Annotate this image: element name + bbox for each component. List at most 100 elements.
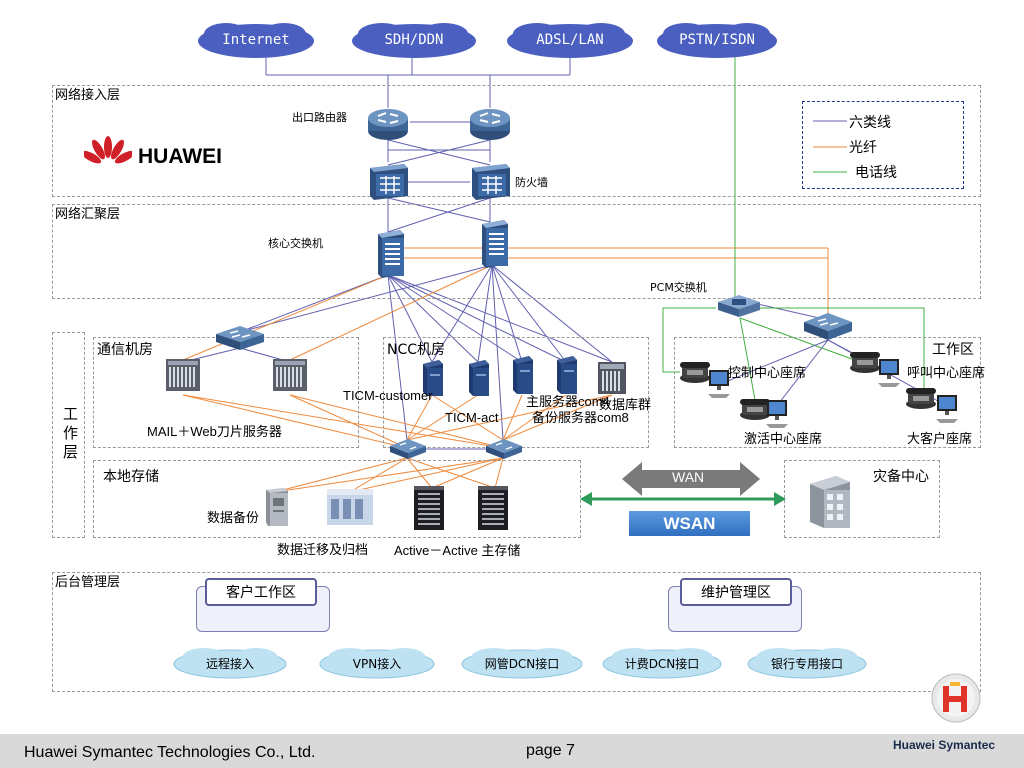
vip-seat-label: 大客户座席 — [907, 432, 973, 447]
work-switch-icon — [804, 313, 852, 340]
firewall-2-icon — [472, 164, 510, 200]
exit-router-label: 出口路由器 — [292, 111, 347, 124]
wsan-label: WSAN — [663, 513, 716, 533]
main-server-label: 主服务器com4 — [526, 394, 610, 409]
backend-layer-title: 后台管理层 — [55, 575, 121, 590]
blade-server-2-icon — [273, 359, 307, 391]
internet-cloud: Internet — [196, 20, 316, 60]
activate-seat-label: 激活中心座席 — [744, 432, 823, 447]
ncc-room-title: NCC机房 — [387, 342, 446, 358]
remote-access-cloud: 远程接入 — [172, 646, 288, 680]
core-switch-label: 核心交换机 — [268, 237, 323, 250]
activate-seat-phone-icon — [740, 399, 770, 420]
comm-room-title: 通信机房 — [97, 342, 153, 358]
aggregation-layer-title: 网络汇聚层 — [55, 207, 121, 222]
vip-seat-pc-icon — [936, 395, 958, 423]
nms-dcn-cloud: 网管DCN接口 — [460, 646, 584, 680]
blade-server-1-icon — [166, 359, 200, 391]
data-backup-icon — [266, 488, 288, 526]
nms-dcn-label: 网管DCN接口 — [484, 656, 560, 671]
sdh-ddn-cloud: SDH/DDN — [350, 20, 478, 60]
data-migrate-icon — [327, 489, 373, 525]
client-area-header: 客户工作区 — [205, 578, 317, 606]
dr-center-zone — [784, 460, 940, 538]
adsl-lan-label: ADSL/LAN — [536, 32, 604, 48]
call-seat-phone-icon — [850, 352, 880, 373]
backup-server-icon — [557, 356, 577, 394]
vpn-access-label: VPN接入 — [352, 656, 402, 671]
adsl-lan-cloud: ADSL/LAN — [505, 20, 635, 60]
firewall-1-icon — [370, 164, 408, 200]
pcm-switch-icon — [718, 295, 760, 317]
footer-page-number: page 7 — [526, 742, 575, 759]
billing-dcn-label: 计费DCN接口 — [624, 656, 700, 671]
vip-seat-phone-icon — [906, 388, 936, 409]
access-layer-zone — [52, 85, 981, 197]
exit-router-2-icon — [470, 109, 510, 140]
database-cluster-icon — [598, 362, 626, 394]
maint-area-label: 维护管理区 — [701, 585, 771, 601]
client-area-label: 客户工作区 — [226, 585, 296, 601]
control-seat-label: 控制中心座席 — [728, 366, 807, 381]
huawei-logo: HUAWEI — [84, 136, 244, 172]
internet-label: Internet — [222, 32, 290, 48]
exit-router-1-icon — [368, 109, 408, 140]
footer-company: Huawei Symantec Technologies Co., Ltd. — [24, 744, 316, 761]
ticm-act-label: TICM-act — [445, 410, 499, 425]
pstn-isdn-label: PSTN/ISDN — [679, 32, 755, 48]
storage-switch-2-icon — [486, 439, 522, 459]
comm-switch-icon — [216, 326, 264, 350]
wan-label: WAN — [672, 469, 705, 485]
bank-interface-label: 银行专用接口 — [770, 656, 843, 671]
footer-logo-text: Huawei Symantec — [893, 738, 996, 752]
access-layer-title: 网络接入层 — [55, 88, 121, 103]
call-seat-label: 呼叫中心座席 — [907, 366, 986, 381]
core-switch-1-icon — [378, 230, 404, 278]
ticm-act-server-icon — [469, 360, 489, 396]
data-migrate-label: 数据迁移及归档 — [277, 543, 369, 558]
ticm-customer-label: TICM-customer — [343, 388, 433, 403]
legend-box: 六类线 光纤 电话线 — [802, 101, 964, 189]
work-area-title: 工作区 — [932, 342, 974, 358]
huawei-petals-icon — [84, 136, 132, 164]
storage-switch-1-icon — [390, 439, 426, 459]
legend-fiber-label: 光纤 — [849, 140, 877, 156]
core-switch-2-icon — [482, 220, 508, 268]
work-layer-title: 工 作 层 — [63, 405, 79, 461]
data-backup-label: 数据备份 — [207, 511, 260, 526]
huawei-symantec-logo-icon — [931, 673, 981, 723]
local-storage-title: 本地存储 — [103, 469, 159, 485]
backend-layer-zone — [52, 572, 981, 692]
backup-server-label: 备份服务器com8 — [532, 410, 629, 425]
call-seat-pc-icon — [878, 359, 900, 387]
billing-dcn-cloud: 计费DCN接口 — [601, 646, 723, 680]
activate-seat-pc-icon — [766, 400, 788, 428]
remote-access-label: 远程接入 — [205, 656, 254, 671]
aggregation-layer-zone — [52, 204, 981, 299]
control-seat-pc-icon — [708, 370, 730, 398]
dr-center-building-icon — [810, 476, 850, 528]
green-link-arrow-icon — [580, 492, 786, 506]
footer-bar — [0, 734, 1024, 768]
storage-array-2-icon — [478, 486, 508, 530]
sdh-ddn-label: SDH/DDN — [384, 32, 444, 48]
ticm-customer-server-icon — [423, 360, 443, 396]
vpn-access-cloud: VPN接入 — [318, 646, 436, 680]
legend-phone-label: 电话线 — [855, 165, 897, 181]
control-seat-phone-icon — [680, 362, 710, 383]
storage-array-1-icon — [414, 486, 444, 530]
bank-interface-cloud: 银行专用接口 — [746, 646, 868, 680]
legend-cat6-label: 六类线 — [849, 115, 891, 131]
mail-web-label: MAIL＋Web刀片服务器 — [147, 424, 282, 439]
active-storage-label: Active－Active 主存储 — [394, 543, 521, 558]
huawei-wordmark: HUAWEI — [138, 145, 222, 168]
wsan-bar: WSAN — [629, 511, 750, 536]
wan-arrow-icon — [622, 462, 760, 496]
maint-area-header: 维护管理区 — [680, 578, 792, 606]
legend-lines — [813, 120, 847, 173]
work-layer-zone — [52, 332, 85, 538]
pcm-switch-label: PCM交换机 — [650, 281, 707, 294]
firewall-label: 防火墙 — [515, 176, 548, 189]
db-cluster-label: 数据库群 — [599, 398, 652, 413]
